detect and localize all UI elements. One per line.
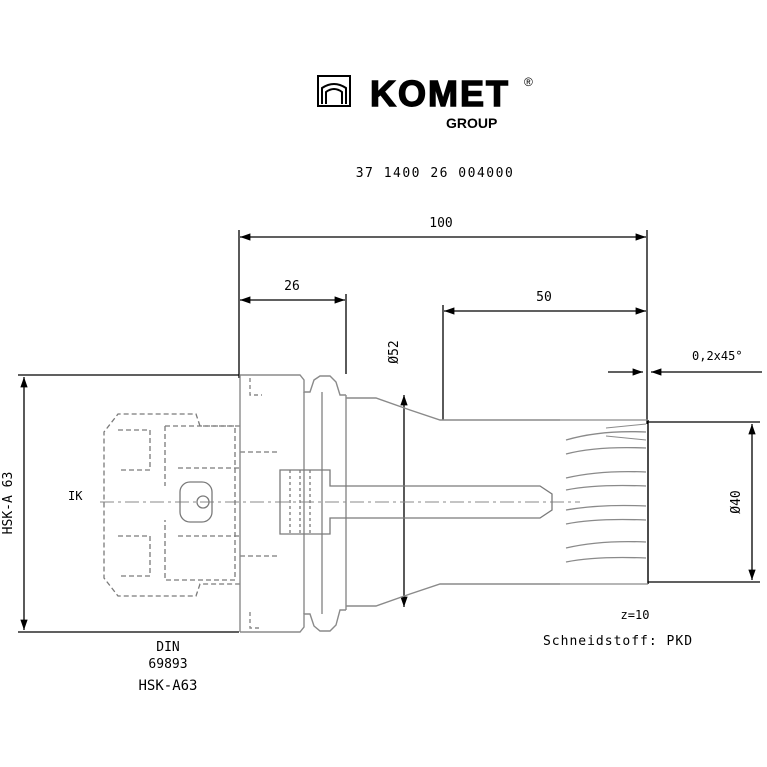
- komet-logo: KOMET ® GROUP: [317, 72, 533, 131]
- part-number: 37 1400 26 004000: [356, 166, 515, 181]
- dim-overall-length-label: 100: [429, 216, 452, 231]
- dim-cutter-length: [442, 305, 646, 420]
- clamping-rod: [279, 469, 553, 535]
- spec-teeth: z=10: [621, 608, 650, 622]
- dim-shank-height-label: HSK-A 63: [1, 472, 16, 535]
- flange-body: [239, 374, 347, 633]
- dim-chamfer-label: 0,2x45°: [692, 349, 743, 363]
- dim-shank-height: [18, 374, 239, 633]
- dim-body-diameter-label: Ø52: [387, 340, 402, 363]
- dim-cutter-diameter-label: Ø40: [729, 490, 744, 513]
- dim-cutter-length-label: 50: [536, 290, 552, 305]
- standard-shank-type: HSK-A63: [138, 678, 197, 694]
- dim-cutter-diameter: [648, 421, 760, 583]
- dim-overall-length: [238, 230, 648, 424]
- tool-body: [346, 397, 560, 607]
- logo-registered: ®: [524, 75, 533, 89]
- logo-brand: KOMET: [370, 73, 510, 114]
- standard-din-number: 69893: [148, 657, 187, 672]
- ik-label: IK: [68, 489, 83, 503]
- cutter-head: [560, 419, 649, 585]
- dim-flange-length-label: 26: [284, 279, 300, 294]
- standard-din-label: DIN: [156, 640, 179, 655]
- hsk-shank: [103, 413, 280, 597]
- logo-group: GROUP: [446, 115, 497, 131]
- bolt-head: [179, 481, 213, 523]
- komet-emblem-icon: [317, 75, 351, 107]
- spec-cutting-material: Schneidstoff: PKD: [543, 634, 693, 649]
- dim-flange-length: [240, 294, 347, 374]
